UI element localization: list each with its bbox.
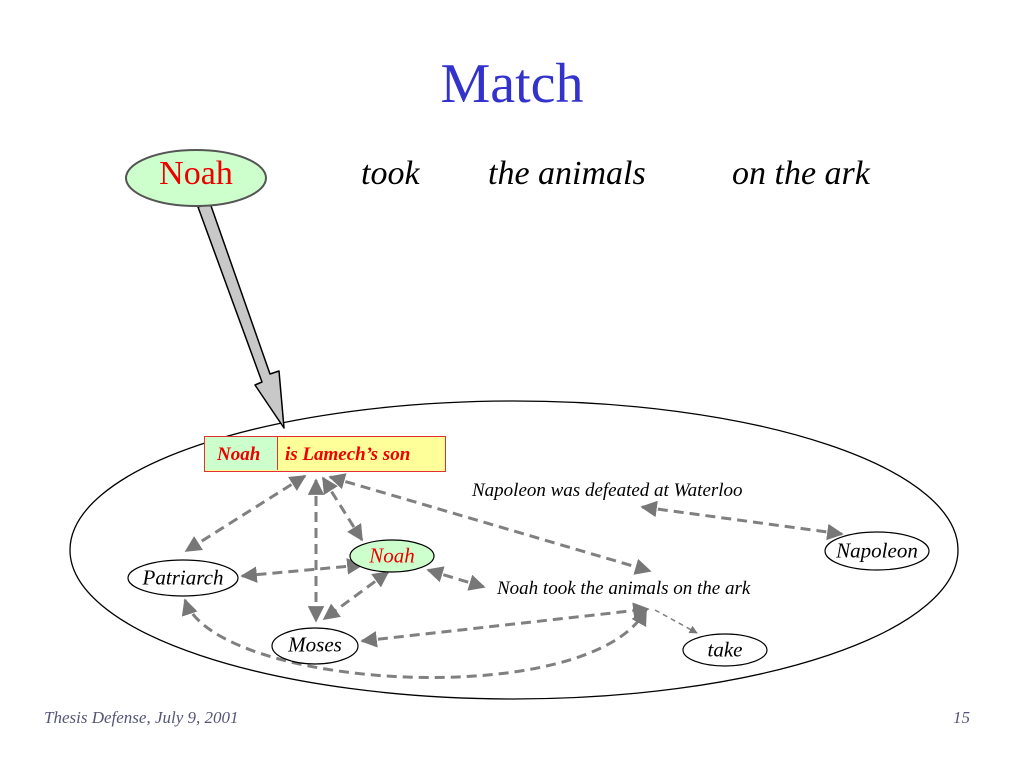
match-arrow	[197, 202, 285, 429]
edge-patriarch-noahfact	[181, 598, 648, 679]
napoleon-node-label: Napoleon	[836, 538, 918, 563]
moses-node-label: Moses	[288, 632, 342, 657]
sentence-the-animals: the animals	[488, 155, 646, 192]
sentence-took: took	[361, 155, 420, 192]
fact-subject-cell	[205, 437, 278, 470]
moses-node-ellipse	[271, 627, 359, 665]
patriarch-node-label: Patriarch	[142, 565, 224, 590]
sentence-noah: Noah	[159, 155, 233, 192]
noah-node-label: Noah	[369, 543, 415, 568]
fact-predicate: is Lamech’s son	[285, 444, 411, 465]
footer-left: Thesis Defense, July 9, 2001	[44, 708, 239, 727]
noah-node-ellipse	[349, 539, 435, 573]
edge-fact-noah	[321, 476, 364, 542]
edge-noah-moses	[322, 570, 390, 621]
edge-noahfact-take	[654, 609, 698, 634]
napoleon-fact-label: Napoleon was defeated at Waterloo	[472, 480, 743, 501]
edge-fact-noahfact	[328, 473, 652, 575]
knowledge-base-ellipse	[69, 400, 959, 700]
edge-moses-noahfact	[360, 602, 650, 648]
matched-fact-box: Noah is Lamech’s son	[204, 436, 446, 472]
edge-noah-noahfact	[426, 566, 486, 591]
take-node-ellipse	[682, 633, 768, 667]
noah-word-ellipse	[125, 149, 267, 207]
edge-napoleon-fact	[640, 500, 844, 541]
slide-title: Match	[440, 53, 584, 115]
edge-noah-patriarch	[240, 558, 364, 583]
sentence-on-the-ark: on the ark	[732, 155, 870, 192]
page-number: 15	[953, 708, 970, 727]
napoleon-node-ellipse	[824, 531, 930, 571]
fact-subject: Noah	[217, 444, 261, 465]
noah-fact-label: Noah took the animals on the ark	[497, 578, 751, 599]
take-node-label: take	[707, 637, 743, 662]
patriarch-node-ellipse	[127, 559, 239, 597]
edge-fact-patriarch	[184, 474, 307, 553]
